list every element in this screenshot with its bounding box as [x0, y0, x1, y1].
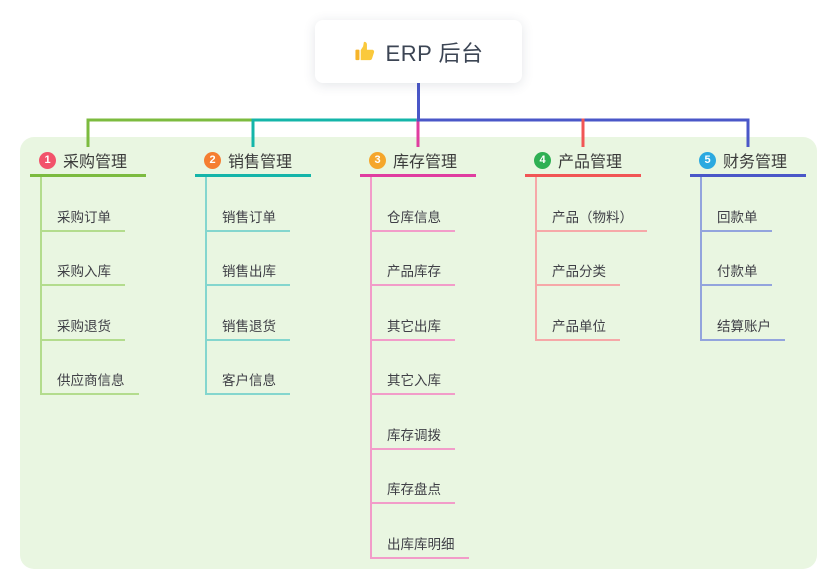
- leaf-node[interactable]: 采购退货: [40, 315, 125, 341]
- branch-label: 产品管理: [558, 154, 623, 171]
- branch-node-2[interactable]: 2 销售管理: [195, 146, 311, 177]
- leaf-node[interactable]: 客户信息: [205, 369, 290, 395]
- leaf-node[interactable]: 库存调拨: [370, 424, 455, 450]
- branch-subtree-line: [40, 177, 42, 395]
- leaf-node[interactable]: 仓库信息: [370, 206, 455, 232]
- leaf-node[interactable]: 采购入库: [40, 260, 125, 286]
- leaf-node[interactable]: 产品单位: [535, 315, 620, 341]
- leaf-node[interactable]: 采购订单: [40, 206, 125, 232]
- leaf-node[interactable]: 回款单: [700, 206, 772, 232]
- root-node[interactable]: ERP 后台: [315, 20, 522, 83]
- leaf-node[interactable]: 付款单: [700, 260, 772, 286]
- leaf-node[interactable]: 结算账户: [700, 315, 785, 341]
- leaf-node[interactable]: 产品分类: [535, 260, 620, 286]
- leaf-node[interactable]: 出库库明细: [370, 533, 469, 559]
- branch-number-badge: 4: [534, 151, 551, 169]
- branch-node-1[interactable]: 1 采购管理: [30, 146, 146, 177]
- leaf-node[interactable]: 库存盘点: [370, 478, 455, 504]
- leaf-node[interactable]: 产品库存: [370, 260, 455, 286]
- leaf-node[interactable]: 供应商信息: [40, 369, 139, 395]
- branch-label: 采购管理: [63, 154, 128, 171]
- thumbs-up-icon: [354, 40, 377, 63]
- branch-subtree-line: [205, 177, 207, 395]
- branch-subtree-line: [535, 177, 537, 341]
- branch-number-badge: 2: [204, 151, 221, 169]
- leaf-node[interactable]: 销售出库: [205, 260, 290, 286]
- leaf-node[interactable]: 产品（物料）: [535, 206, 647, 232]
- mindmap-panel: [20, 137, 817, 569]
- branch-number-badge: 5: [699, 151, 716, 169]
- branch-number-badge: 3: [369, 151, 386, 169]
- branch-node-3[interactable]: 3 库存管理: [360, 146, 476, 177]
- leaf-node[interactable]: 销售订单: [205, 206, 290, 232]
- leaf-node[interactable]: 其它入库: [370, 369, 455, 395]
- branch-label: 销售管理: [228, 154, 293, 171]
- branch-subtree-line: [370, 177, 372, 559]
- branch-label: 财务管理: [723, 154, 788, 171]
- branch-number-badge: 1: [39, 151, 56, 169]
- root-label: ERP 后台: [385, 40, 484, 66]
- branch-subtree-line: [700, 177, 702, 341]
- branch-label: 库存管理: [393, 154, 458, 171]
- leaf-node[interactable]: 销售退货: [205, 315, 290, 341]
- leaf-node[interactable]: 其它出库: [370, 315, 455, 341]
- branch-node-5[interactable]: 5 财务管理: [690, 146, 806, 177]
- branch-node-4[interactable]: 4 产品管理: [525, 146, 641, 177]
